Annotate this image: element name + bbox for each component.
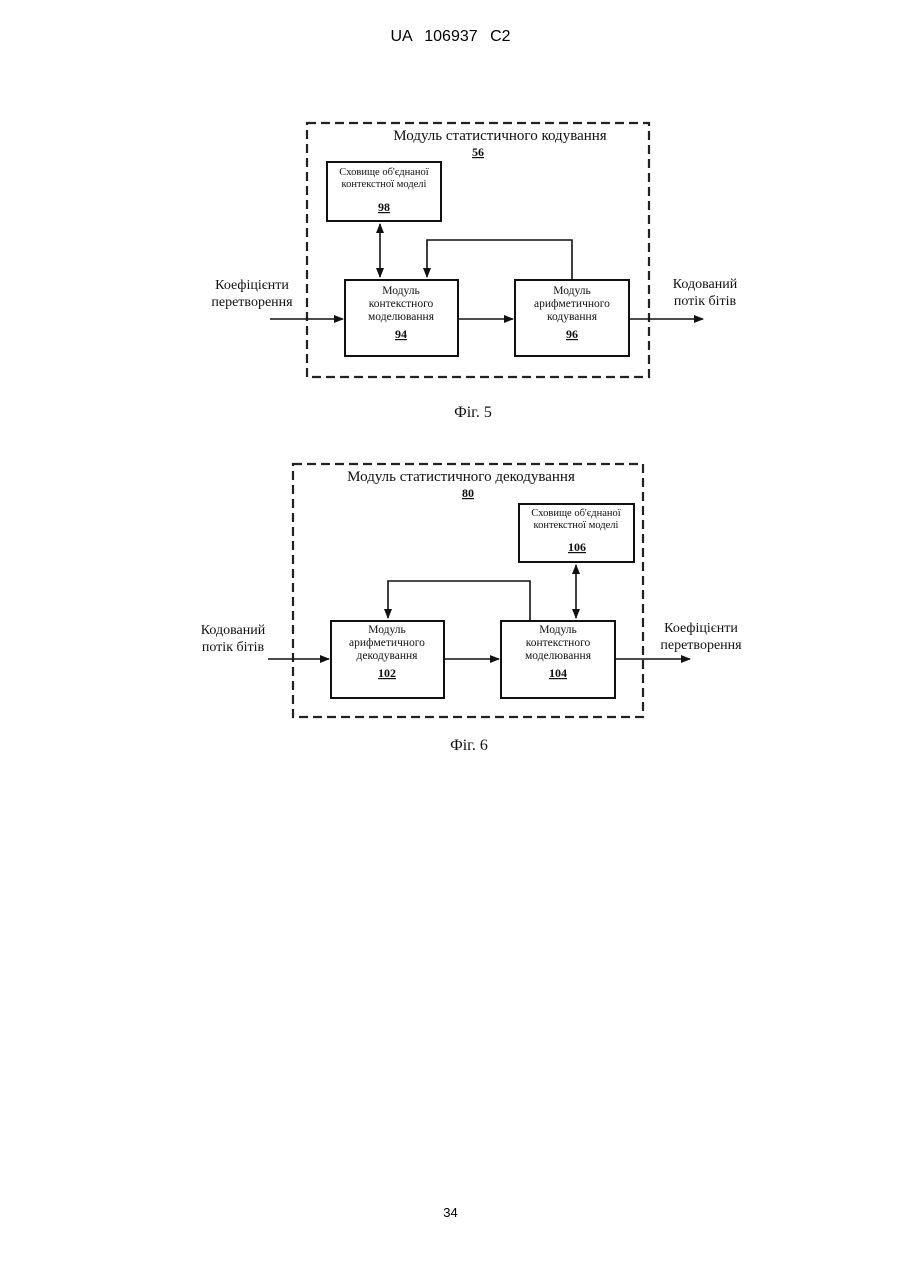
fig5-context-label-1: Модуль	[382, 285, 419, 297]
fig5-arith-number: 96	[566, 327, 578, 341]
figure-5: Модуль статистичного кодування 56 Сховищ…	[211, 123, 737, 421]
fig6-context-number: 104	[549, 666, 567, 680]
fig6-caption: Фіг. 6	[450, 737, 488, 754]
fig6-output-label-1: Коефіцієнти	[664, 621, 738, 636]
page-number: 34	[0, 1205, 901, 1220]
fig6-storage-label-1: Сховище об'єднаної	[531, 508, 621, 519]
fig5-module-number: 56	[472, 145, 484, 159]
fig6-module-number: 80	[462, 486, 474, 500]
fig6-storage-label-2: контекстної моделі	[534, 520, 619, 531]
fig6-input-label-2: потік бітів	[202, 640, 265, 655]
fig5-feedback-arrow	[427, 240, 572, 280]
fig6-arith-label-2: арифметичного	[349, 637, 425, 649]
fig5-input-label-2: перетворення	[211, 295, 293, 310]
fig5-storage-label-2: контекстної моделі	[342, 179, 427, 190]
fig5-storage-number: 98	[378, 200, 390, 214]
fig5-arith-label-3: кодування	[547, 311, 598, 323]
fig5-context-label-3: моделювання	[368, 311, 435, 323]
figure-6: Модуль статистичного декодування 80 Схов…	[201, 464, 742, 754]
fig6-context-label-3: моделювання	[525, 650, 592, 662]
fig5-context-number: 94	[395, 327, 407, 341]
fig6-module-title: Модуль статистичного декодування	[347, 469, 575, 485]
fig6-arith-label-3: декодування	[357, 650, 419, 662]
fig5-output-label-2: потік бітів	[674, 294, 737, 309]
fig5-module-title: Модуль статистичного кодування	[393, 128, 606, 144]
fig5-output-label-1: Кодований	[673, 277, 738, 292]
fig5-input-label-1: Коефіцієнти	[215, 278, 289, 293]
fig5-arith-label-1: Модуль	[553, 285, 590, 297]
fig5-caption: Фіг. 5	[454, 404, 492, 421]
fig5-arith-label-2: арифметичного	[534, 298, 610, 310]
fig6-context-label-2: контекстного	[526, 637, 591, 649]
fig5-storage-label-1: Сховище об'єднаної	[339, 167, 429, 178]
fig6-arith-label-1: Модуль	[368, 624, 405, 636]
fig6-arith-number: 102	[378, 666, 396, 680]
fig6-context-label-1: Модуль	[539, 624, 576, 636]
fig5-context-label-2: контекстного	[369, 298, 434, 310]
fig6-output-label-2: перетворення	[660, 638, 742, 653]
fig6-feedback-arrow	[388, 581, 530, 621]
fig6-storage-number: 106	[568, 540, 586, 554]
fig6-input-label-1: Кодований	[201, 623, 266, 638]
